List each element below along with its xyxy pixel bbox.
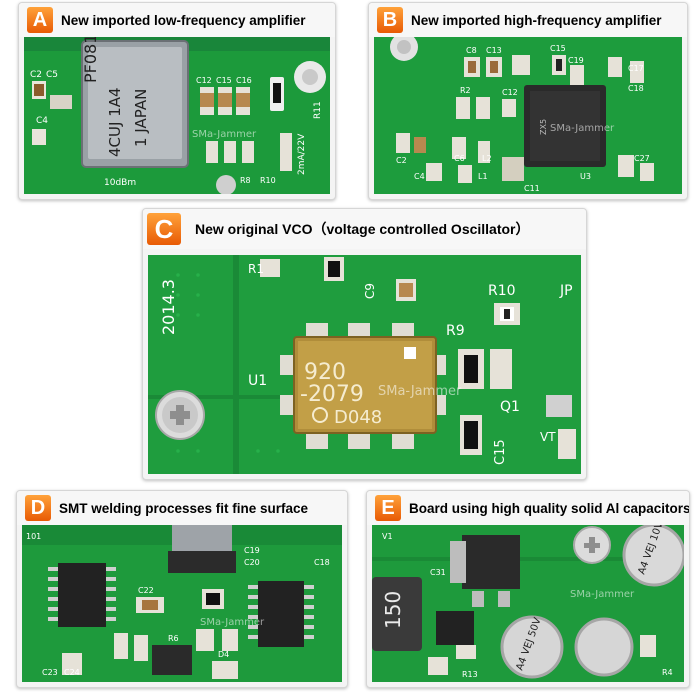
watermark-c: SMa-Jammer (378, 384, 462, 399)
label-b-u3: U3 (580, 172, 591, 181)
label-e-c31: C31 (430, 568, 446, 577)
label-c-jp: JP (559, 283, 573, 299)
panel-e-badge: E (375, 495, 401, 521)
watermark-a: SMa-Jammer (192, 129, 257, 140)
label-d-c20: C20 (244, 558, 260, 567)
pcb-photo-b: ZX5 C8 C13 C15 C19 C17 C18 R2 C12 C2 C6 … (374, 37, 682, 194)
label-c-vt: VT (540, 430, 556, 444)
label-a-r8: R8 (240, 176, 251, 185)
label-b-c27: C27 (634, 154, 650, 163)
vco-line2: -2079 (300, 382, 364, 407)
label-c-r10: R10 (488, 283, 516, 299)
label-e-r13: R13 (462, 670, 478, 679)
watermark-d: SMa-Jammer (200, 617, 265, 628)
panel-a: A New imported low-frequency amplifier P… (18, 2, 336, 200)
panel-c-caption: New original VCO（voltage controlled Osci… (195, 221, 530, 237)
label-b-l1: L1 (478, 172, 488, 181)
pcb-photo-d: 101 C19 C20 C18 C22 C23 C24 R6 D4 SMa-Ja… (22, 525, 342, 682)
label-b-l2: L2 (482, 154, 492, 163)
panel-d-photo: 101 C19 C20 C18 C22 C23 C24 R6 D4 SMa-Ja… (22, 525, 342, 682)
module-a-line3: 1 JAPAN (132, 89, 150, 147)
label-d-c23: C23 (42, 668, 58, 677)
label-b-c11: C11 (524, 184, 540, 193)
label-c-q1: Q1 (500, 399, 520, 415)
label-b-c15: C15 (550, 44, 566, 53)
label-d-c22: C22 (138, 586, 154, 595)
label-e-v1: V1 (382, 532, 393, 541)
panel-d-header: D SMT welding processes fit fine surface (17, 491, 347, 525)
panel-d-badge: D (25, 495, 51, 521)
pcb-photo-a: PF08114B 4CUJ 1A4 1 JAPAN C2 C5 C4 C12 C… (24, 37, 330, 194)
module-a-line1: PF08114B (81, 37, 100, 83)
panel-b-caption: New imported high-frequency amplifier (411, 12, 662, 28)
label-d-101: 101 (26, 532, 41, 541)
panel-e-caption: Board using high quality solid Al capaci… (409, 500, 690, 516)
panel-c-photo: 920 -2079 D048 R1 C9 R10 R9 2014.3 U1 Q1… (148, 255, 581, 474)
label-a-r11: R11 (313, 101, 323, 119)
label-a-c5: C5 (46, 70, 58, 80)
label-d-d4: D4 (218, 650, 229, 659)
label-b-r2: R2 (460, 86, 471, 95)
panel-c-header: C New original VCO（voltage controlled Os… (143, 209, 586, 249)
vco-line3: D048 (334, 407, 382, 428)
label-b-c19: C19 (568, 56, 584, 65)
panel-e: E Board using high quality solid Al capa… (366, 490, 690, 688)
label-c-r9: R9 (446, 323, 465, 339)
panel-e-photo: 150 A4 VEJ 10V A4 VEJ 50V V1 C31 R13 R4 (372, 525, 684, 682)
label-b-c17: C17 (628, 64, 644, 73)
label-b-c2: C2 (396, 156, 407, 165)
label-a-10dbm: 10dBm (104, 178, 136, 188)
label-a-c2: C2 (30, 70, 42, 80)
vco-line1: 920 (304, 360, 346, 385)
label-a-c15: C15 (216, 76, 232, 85)
panel-b-badge: B (377, 7, 403, 33)
label-a-c12: C12 (196, 76, 212, 85)
label-d-c24: C24 (64, 668, 80, 677)
label-b-c12: C12 (502, 88, 518, 97)
label-c-c15: C15 (493, 439, 508, 465)
panel-e-header: E Board using high quality solid Al capa… (367, 491, 689, 525)
pcb-photo-c: 920 -2079 D048 R1 C9 R10 R9 2014.3 U1 Q1… (148, 255, 581, 474)
label-a-c4: C4 (36, 116, 48, 126)
watermark-e: SMa-Jammer (570, 589, 635, 600)
panel-d-caption: SMT welding processes fit fine surface (59, 500, 309, 516)
label-a-c16: C16 (236, 76, 252, 85)
panel-c-badge: C (147, 213, 181, 245)
label-c-c9: C9 (363, 283, 377, 299)
panel-c: C New original VCO（voltage controlled Os… (142, 208, 587, 480)
label-c-date: 2014.3 (159, 279, 178, 335)
panel-a-badge: A (27, 7, 53, 33)
panel-a-photo: PF08114B 4CUJ 1A4 1 JAPAN C2 C5 C4 C12 C… (24, 37, 330, 194)
panel-a-header: A New imported low-frequency amplifier (19, 3, 335, 37)
label-d-c18: C18 (314, 558, 330, 567)
inductor-e-mark: 150 (381, 591, 405, 629)
panel-b-photo: ZX5 C8 C13 C15 C19 C17 C18 R2 C12 C2 C6 … (374, 37, 682, 194)
label-c-r1: R1 (248, 262, 264, 276)
label-b-c6: C6 (454, 154, 465, 163)
panel-b-header: B New imported high-frequency amplifier (369, 3, 687, 37)
label-a-2ma: 2mA/22V (297, 133, 307, 175)
label-b-c4: C4 (414, 172, 425, 181)
panel-b: B New imported high-frequency amplifier … (368, 2, 688, 200)
panel-d: D SMT welding processes fit fine surface (16, 490, 348, 688)
chip-b-mark: ZX5 (539, 119, 548, 135)
label-b-c8: C8 (466, 46, 477, 55)
label-d-c19: C19 (244, 546, 260, 555)
label-e-r4: R4 (662, 668, 673, 677)
panel-a-caption: New imported low-frequency amplifier (61, 12, 306, 28)
label-d-r6: R6 (168, 634, 179, 643)
label-b-c18: C18 (628, 84, 644, 93)
label-b-c13: C13 (486, 46, 502, 55)
pcb-photo-e: 150 A4 VEJ 10V A4 VEJ 50V V1 C31 R13 R4 (372, 525, 684, 682)
label-c-u1: U1 (248, 373, 267, 389)
watermark-b: SMa-Jammer (550, 123, 615, 134)
module-a-line2: 4CUJ 1A4 (106, 87, 124, 157)
label-a-r10: R10 (260, 176, 276, 185)
